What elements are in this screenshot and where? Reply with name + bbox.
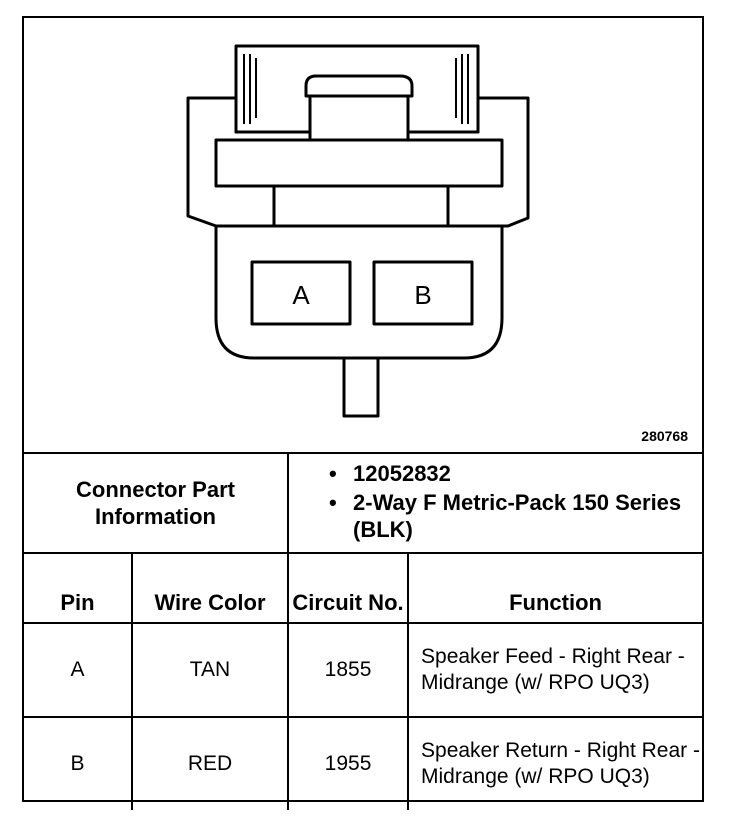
connector-part-number: 12052832: [329, 460, 702, 487]
header-wire-color: Wire Color: [130, 552, 290, 624]
figure-id: 280768: [641, 428, 688, 444]
connector-latch: [234, 44, 480, 134]
connector-body: [186, 96, 530, 228]
connector-table: Connector Part Information 12052832 2-Wa…: [24, 454, 703, 810]
connector-tab: [342, 358, 380, 418]
header-pin: Pin: [24, 552, 133, 624]
connector-drawing: A B 280768: [24, 18, 702, 454]
connector-description: 2-Way F Metric-Pack 150 Series (BLK): [329, 489, 702, 543]
pin-cell: A: [24, 622, 133, 718]
wire-color-cell: TAN: [130, 622, 290, 718]
pin-cell: B: [24, 716, 133, 810]
header-circuit: Circuit No.: [287, 552, 410, 624]
function-cell: Speaker Return - Right Rear - Midrange (…: [407, 716, 703, 810]
header-function: Function: [407, 552, 703, 624]
connector-illustration: A B: [186, 44, 530, 418]
latch-slot: [304, 74, 414, 98]
connector-info-items: 12052832 2-Way F Metric-Pack 150 Series …: [287, 454, 703, 554]
table-header-row: Pin Wire Color Circuit No. Function: [24, 552, 703, 624]
connector-housing: [214, 224, 504, 360]
cavity-a-label: A: [292, 280, 310, 310]
wire-color-cell: RED: [130, 716, 290, 810]
table-row: B RED 1955 Speaker Return - Right Rear -…: [24, 716, 703, 810]
connector-info-label: Connector Part Information: [24, 454, 290, 554]
table-row: A TAN 1855 Speaker Feed - Right Rear - M…: [24, 622, 703, 718]
cavity-a: [250, 260, 352, 326]
function-cell: Speaker Feed - Right Rear - Midrange (w/…: [407, 622, 703, 718]
circuit-cell: 1855: [287, 622, 410, 718]
connector-info-row: Connector Part Information 12052832 2-Wa…: [24, 454, 703, 554]
diagram-frame: A B 280768 Connector Part Information 12…: [22, 16, 704, 810]
cavity-b-label: B: [414, 280, 431, 310]
cavity-b: [372, 260, 474, 326]
circuit-cell: 1955: [287, 716, 410, 810]
